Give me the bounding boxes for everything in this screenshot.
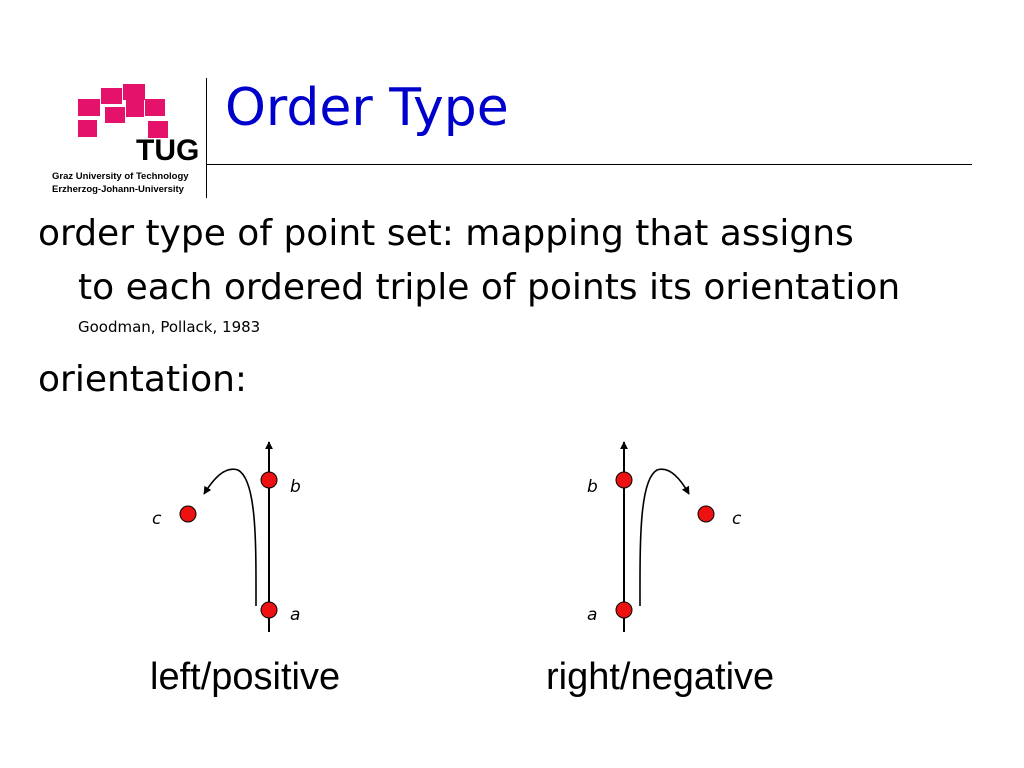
left-curved-arrow (203, 468, 257, 607)
bullet-order-type-line-1: order type of point set: mapping that as… (38, 213, 854, 254)
right-label-b: b (587, 477, 598, 497)
right-point-b (615, 471, 633, 489)
left-label-a: a (290, 605, 300, 625)
left-label-b: b (290, 477, 301, 497)
logo-university-name: Graz University of Technology (52, 171, 189, 182)
citation: Goodman, Pollack, 1983 (78, 318, 261, 336)
tug-logo: TUG Graz University of Technology Erzher… (52, 84, 199, 195)
logo-university-subtitle: Erzherzog-Johann-University (52, 184, 185, 195)
logo-mark (78, 84, 168, 138)
caption-left-positive: left/positive (150, 656, 341, 698)
right-curved-arrow (639, 468, 690, 607)
header-horizontal-rule (206, 164, 972, 165)
left-point-b (260, 471, 278, 489)
right-point-a (615, 601, 633, 619)
bullet-orientation: orientation: (38, 359, 248, 400)
slide-title: Order Type (225, 78, 509, 138)
logo-wordmark: TUG (136, 134, 199, 167)
right-orientation-panel: b a c (587, 441, 742, 632)
bullet-order-type-line-2: to each ordered triple of points its ori… (78, 267, 901, 308)
right-label-a: a (587, 605, 597, 625)
caption-right-negative: right/negative (546, 656, 775, 698)
header-vertical-rule (206, 78, 207, 198)
right-label-c: c (732, 509, 742, 529)
right-point-c (697, 505, 715, 523)
left-point-a (260, 601, 278, 619)
left-label-c: c (152, 509, 162, 529)
left-point-c (179, 505, 197, 523)
left-orientation-panel: b a c (152, 441, 301, 632)
